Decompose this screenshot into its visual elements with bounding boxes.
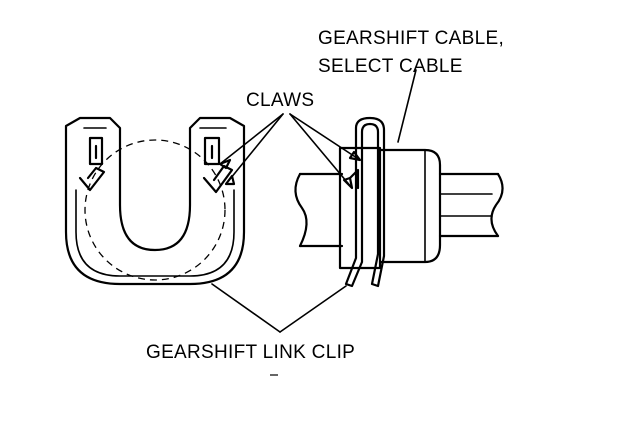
- cable-leader: [397, 69, 417, 143]
- clip-inner-edge: [75, 189, 235, 277]
- clip-boss: [338, 146, 382, 270]
- clip-outer-outline: [64, 116, 246, 286]
- claws-leader-right-2: [289, 113, 353, 189]
- cable-end-dashed-outline: [84, 139, 226, 281]
- link-clip-leader-right: [279, 285, 347, 333]
- right-claw: [199, 127, 234, 194]
- label-cable-line2: SELECT CABLE: [318, 56, 463, 77]
- leader-lines: [211, 69, 417, 333]
- claws-leader-left: [219, 113, 284, 165]
- link-clip-side: [344, 116, 386, 288]
- claws-leader-middle: [225, 113, 284, 185]
- link-clip-leader-left: [211, 283, 281, 333]
- left-claw: [78, 127, 107, 192]
- cable-jacket: [438, 172, 500, 238]
- link-clip-front-view: [64, 116, 246, 286]
- label-claws: CLAWS: [246, 90, 314, 111]
- claws-leader-right-1: [289, 113, 361, 161]
- label-link-clip: GEARSHIFT LINK CLIP: [146, 342, 355, 363]
- cable-break: [490, 172, 504, 238]
- label-cable-line1: GEARSHIFT CABLE,: [318, 28, 504, 49]
- cable-collar: [378, 148, 442, 264]
- cable-side-view: [294, 116, 504, 288]
- link-rod: [298, 172, 344, 248]
